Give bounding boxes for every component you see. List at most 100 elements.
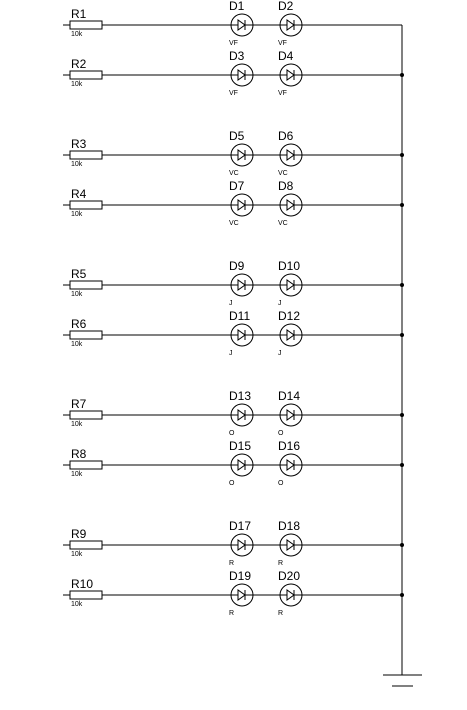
diode-ref: D5 [229,129,245,143]
diode-icon [279,143,303,167]
diode-icon [230,143,254,167]
diode-icon [279,583,303,607]
diode-value: VF [278,40,287,47]
resistor-icon [69,20,103,30]
resistor-ref: R2 [71,57,87,71]
resistor-ref: R8 [71,447,87,461]
diode-ref: D16 [278,439,300,453]
diode-value: VC [278,170,288,177]
resistor-value: 10k [71,161,83,168]
diode-value: J [229,350,233,357]
diode-value: J [278,300,282,307]
diode-value: O [278,430,284,437]
resistor-ref: R10 [71,577,93,591]
resistor-value: 10k [71,81,83,88]
diode-value: O [278,480,284,487]
resistor-value: 10k [71,601,83,608]
diode-ref: D8 [278,179,294,193]
diode-ref: D19 [229,569,251,583]
resistor-value: 10k [71,211,83,218]
resistor-icon [69,70,103,80]
diode-icon [279,63,303,87]
diode-icon [230,273,254,297]
resistor-value: 10k [71,31,83,38]
resistor-icon [69,410,103,420]
diode-icon [279,533,303,557]
diode-ref: D3 [229,49,245,63]
diode-ref: D18 [278,519,300,533]
resistor-ref: R5 [71,267,87,281]
resistor-ref: R9 [71,527,87,541]
diode-icon [230,453,254,477]
resistor-value: 10k [71,291,83,298]
diode-value: R [278,560,283,567]
diode-icon [279,273,303,297]
resistor-value: 10k [71,551,83,558]
diode-ref: D6 [278,129,294,143]
diode-icon [279,193,303,217]
diode-value: VC [229,170,239,177]
diode-ref: D11 [229,309,250,323]
diode-ref: D17 [229,519,251,533]
diode-icon [230,63,254,87]
resistor-ref: R6 [71,317,87,331]
resistor-icon [69,280,103,290]
resistor-ref: R1 [71,7,87,21]
diode-ref: D20 [278,569,300,583]
diode-value: VF [278,90,287,97]
diode-icon [279,323,303,347]
diode-ref: D2 [278,0,294,13]
diode-icon [279,453,303,477]
ground-icon [383,674,422,687]
resistor-icon [69,200,103,210]
diode-value: VF [229,40,238,47]
diode-icon [279,403,303,427]
resistor-icon [69,590,103,600]
diode-icon [230,583,254,607]
resistor-icon [69,540,103,550]
diode-ref: D9 [229,259,245,273]
diode-icon [230,533,254,557]
diode-value: VC [229,220,239,227]
diode-ref: D4 [278,49,294,63]
resistor-ref: R4 [71,187,87,201]
resistor-ref: R3 [71,137,87,151]
diode-value: R [229,610,234,617]
diode-value: VC [278,220,288,227]
diode-value: O [229,430,235,437]
diode-value: VF [229,90,238,97]
resistor-icon [69,330,103,340]
diode-value: J [278,350,282,357]
diode-icon [230,193,254,217]
diode-value: O [229,480,235,487]
resistor-value: 10k [71,341,83,348]
diode-ref: D12 [278,309,300,323]
resistor-ref: R7 [71,397,87,411]
diode-icon [279,13,303,37]
resistor-value: 10k [71,421,83,428]
diode-value: R [229,560,234,567]
diode-icon [230,403,254,427]
resistor-value: 10k [71,471,83,478]
diode-ref: D10 [278,259,300,273]
diode-ref: D13 [229,389,251,403]
diode-ref: D7 [229,179,245,193]
resistor-icon [69,150,103,160]
diode-ref: D15 [229,439,251,453]
resistor-icon [69,460,103,470]
diode-icon [230,13,254,37]
diode-ref: D14 [278,389,300,403]
diode-ref: D1 [229,0,245,13]
